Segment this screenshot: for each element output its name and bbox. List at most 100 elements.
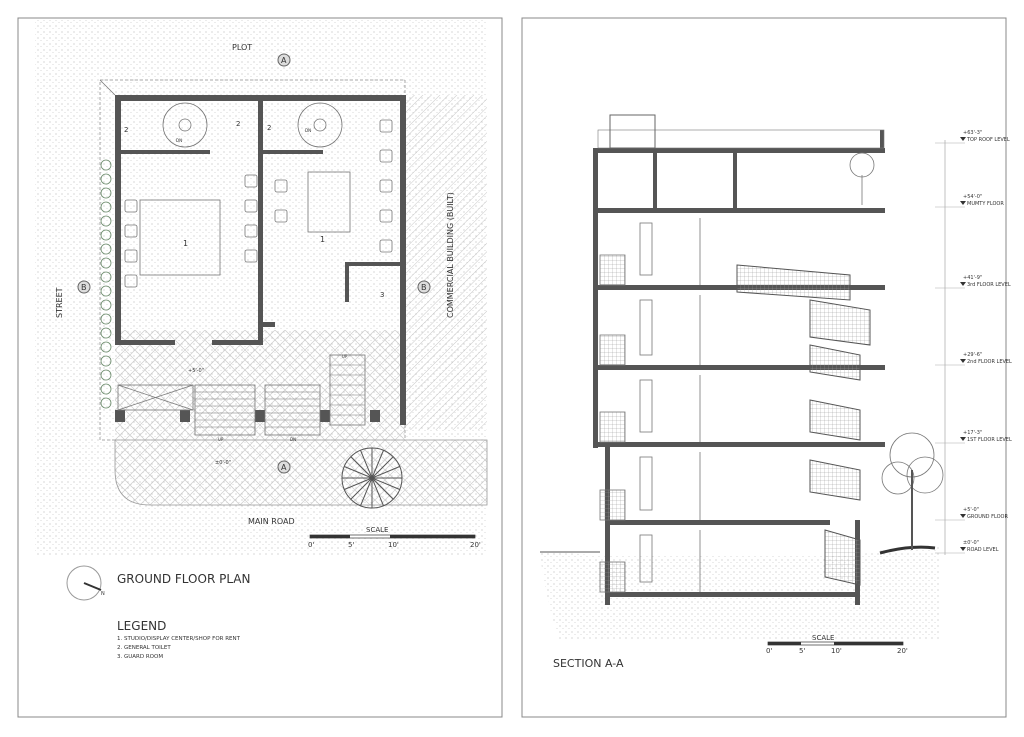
chair bbox=[379, 119, 393, 133]
svg-text:A: A bbox=[281, 56, 287, 65]
staircase bbox=[824, 529, 861, 586]
plan-title: GROUND FLOOR PLAN bbox=[117, 572, 250, 586]
level-mark: +5'-0" bbox=[188, 368, 204, 374]
chair bbox=[124, 199, 138, 213]
level-marker: +29'-6"2nd FLOOR LEVEL bbox=[935, 352, 1012, 366]
svg-text:N: N bbox=[101, 591, 105, 597]
legend-title: LEGEND bbox=[117, 619, 166, 633]
chair bbox=[379, 239, 393, 253]
level-triangle-icon bbox=[960, 137, 966, 141]
svg-text:10': 10' bbox=[831, 647, 842, 655]
room-number: 1 bbox=[183, 239, 188, 248]
level-value: +29'-6" bbox=[963, 352, 982, 358]
tree-icon bbox=[100, 229, 112, 241]
tree-icon bbox=[100, 383, 112, 395]
plan-sheet-border bbox=[17, 17, 503, 718]
svg-text:10': 10' bbox=[388, 541, 399, 549]
commercial-building-label: COMMERCIAL BUILDING (BUILT) bbox=[446, 192, 455, 318]
staircase bbox=[809, 299, 871, 346]
staircase bbox=[736, 264, 851, 301]
tree-icon bbox=[100, 397, 112, 409]
svg-text:5': 5' bbox=[799, 647, 805, 655]
svg-text:DN: DN bbox=[176, 138, 182, 143]
room-number: 2 bbox=[267, 124, 271, 132]
room-number: 3 bbox=[380, 291, 384, 299]
plot-label: PLOT bbox=[232, 43, 252, 52]
main-road-label: MAIN ROAD bbox=[248, 517, 295, 526]
tree-icon bbox=[100, 187, 112, 199]
tree-icon bbox=[100, 257, 112, 269]
svg-text:0': 0' bbox=[308, 541, 314, 549]
level-triangle-icon bbox=[960, 547, 966, 551]
level-mark: ±0'-0" bbox=[215, 460, 231, 466]
svg-text:SCALE: SCALE bbox=[366, 526, 388, 534]
staircase bbox=[809, 344, 861, 381]
level-triangle-icon bbox=[960, 359, 966, 363]
tree-icon bbox=[100, 285, 112, 297]
tree-icon bbox=[100, 327, 112, 339]
tree-icon bbox=[100, 159, 112, 171]
level-value: ±0'-0" bbox=[963, 540, 979, 546]
tree-icon bbox=[100, 355, 112, 367]
tree-icon bbox=[100, 173, 112, 185]
chair bbox=[124, 274, 138, 288]
level-value: +41'-9" bbox=[963, 275, 982, 281]
street-label: STREET bbox=[55, 287, 64, 318]
level-value: +63'-3" bbox=[963, 130, 982, 136]
staircase bbox=[809, 459, 861, 501]
level-name: 2nd FLOOR LEVEL bbox=[967, 359, 1012, 365]
tree-icon bbox=[100, 313, 112, 325]
tree-icon bbox=[100, 243, 112, 255]
tree-icon bbox=[100, 341, 112, 353]
plan-walls bbox=[115, 95, 406, 425]
svg-text:B: B bbox=[421, 283, 427, 292]
svg-text:20': 20' bbox=[897, 647, 908, 655]
level-marker: ±0'-0"ROAD LEVEL bbox=[935, 540, 999, 554]
svg-text:UP: UP bbox=[218, 437, 224, 442]
level-marker: +17'-3"1ST FLOOR LEVEL bbox=[935, 430, 1012, 444]
chair bbox=[124, 249, 138, 263]
legend-item: 2. GENERAL TOILET bbox=[117, 645, 171, 651]
section-marker-b-left: B bbox=[77, 280, 91, 294]
section-title: SECTION A-A bbox=[553, 657, 624, 670]
level-marker: +54'-0"MUMTY FLOOR bbox=[935, 194, 1004, 208]
tree bbox=[849, 152, 944, 550]
chair bbox=[379, 149, 393, 163]
staircase bbox=[809, 399, 861, 441]
level-name: 3rd FLOOR LEVEL bbox=[967, 282, 1011, 288]
tree-icon bbox=[100, 369, 112, 381]
chair bbox=[379, 209, 393, 223]
svg-text:0': 0' bbox=[766, 647, 772, 655]
section-scale-bar: SCALE 0' 5' 10' 20' bbox=[766, 634, 908, 655]
section-a-a: +63'-3"TOP ROOF LEVEL+54'-0"MUMTY FLOOR+… bbox=[540, 114, 1012, 670]
level-value: +54'-0" bbox=[963, 194, 982, 200]
section-marker-a-top: A bbox=[277, 53, 291, 67]
room-number: 2 bbox=[236, 120, 240, 128]
chair bbox=[274, 209, 288, 223]
level-value: +17'-3" bbox=[963, 430, 982, 436]
svg-text:B: B bbox=[81, 283, 87, 292]
section-marker-a-bottom: A bbox=[277, 460, 291, 474]
level-name: TOP ROOF LEVEL bbox=[966, 137, 1010, 143]
commercial-building-hatch bbox=[405, 95, 487, 430]
section-sheet-border bbox=[521, 17, 1007, 718]
svg-text:20': 20' bbox=[470, 541, 481, 549]
legend-item: 3. GUARD ROOM bbox=[117, 654, 163, 660]
spiral-stair-outside bbox=[341, 447, 403, 509]
chair bbox=[244, 174, 258, 188]
tree-icon bbox=[100, 201, 112, 213]
room-number: 1 bbox=[320, 235, 325, 244]
section-marker-b-right: B bbox=[417, 280, 431, 294]
tree-icon bbox=[100, 215, 112, 227]
level-name: GROUND FLOOR bbox=[967, 514, 1008, 520]
plan-scale-bar: SCALE 0' 5' 10' 20' bbox=[308, 526, 481, 549]
svg-text:SCALE: SCALE bbox=[812, 634, 834, 642]
level-triangle-icon bbox=[960, 514, 966, 518]
chair bbox=[124, 224, 138, 238]
trees bbox=[100, 159, 112, 409]
level-marker: +41'-9"3rd FLOOR LEVEL bbox=[935, 275, 1011, 289]
level-markers: +63'-3"TOP ROOF LEVEL+54'-0"MUMTY FLOOR+… bbox=[935, 130, 1012, 554]
chair bbox=[244, 199, 258, 213]
level-marker: +63'-3"TOP ROOF LEVEL bbox=[935, 130, 1010, 144]
